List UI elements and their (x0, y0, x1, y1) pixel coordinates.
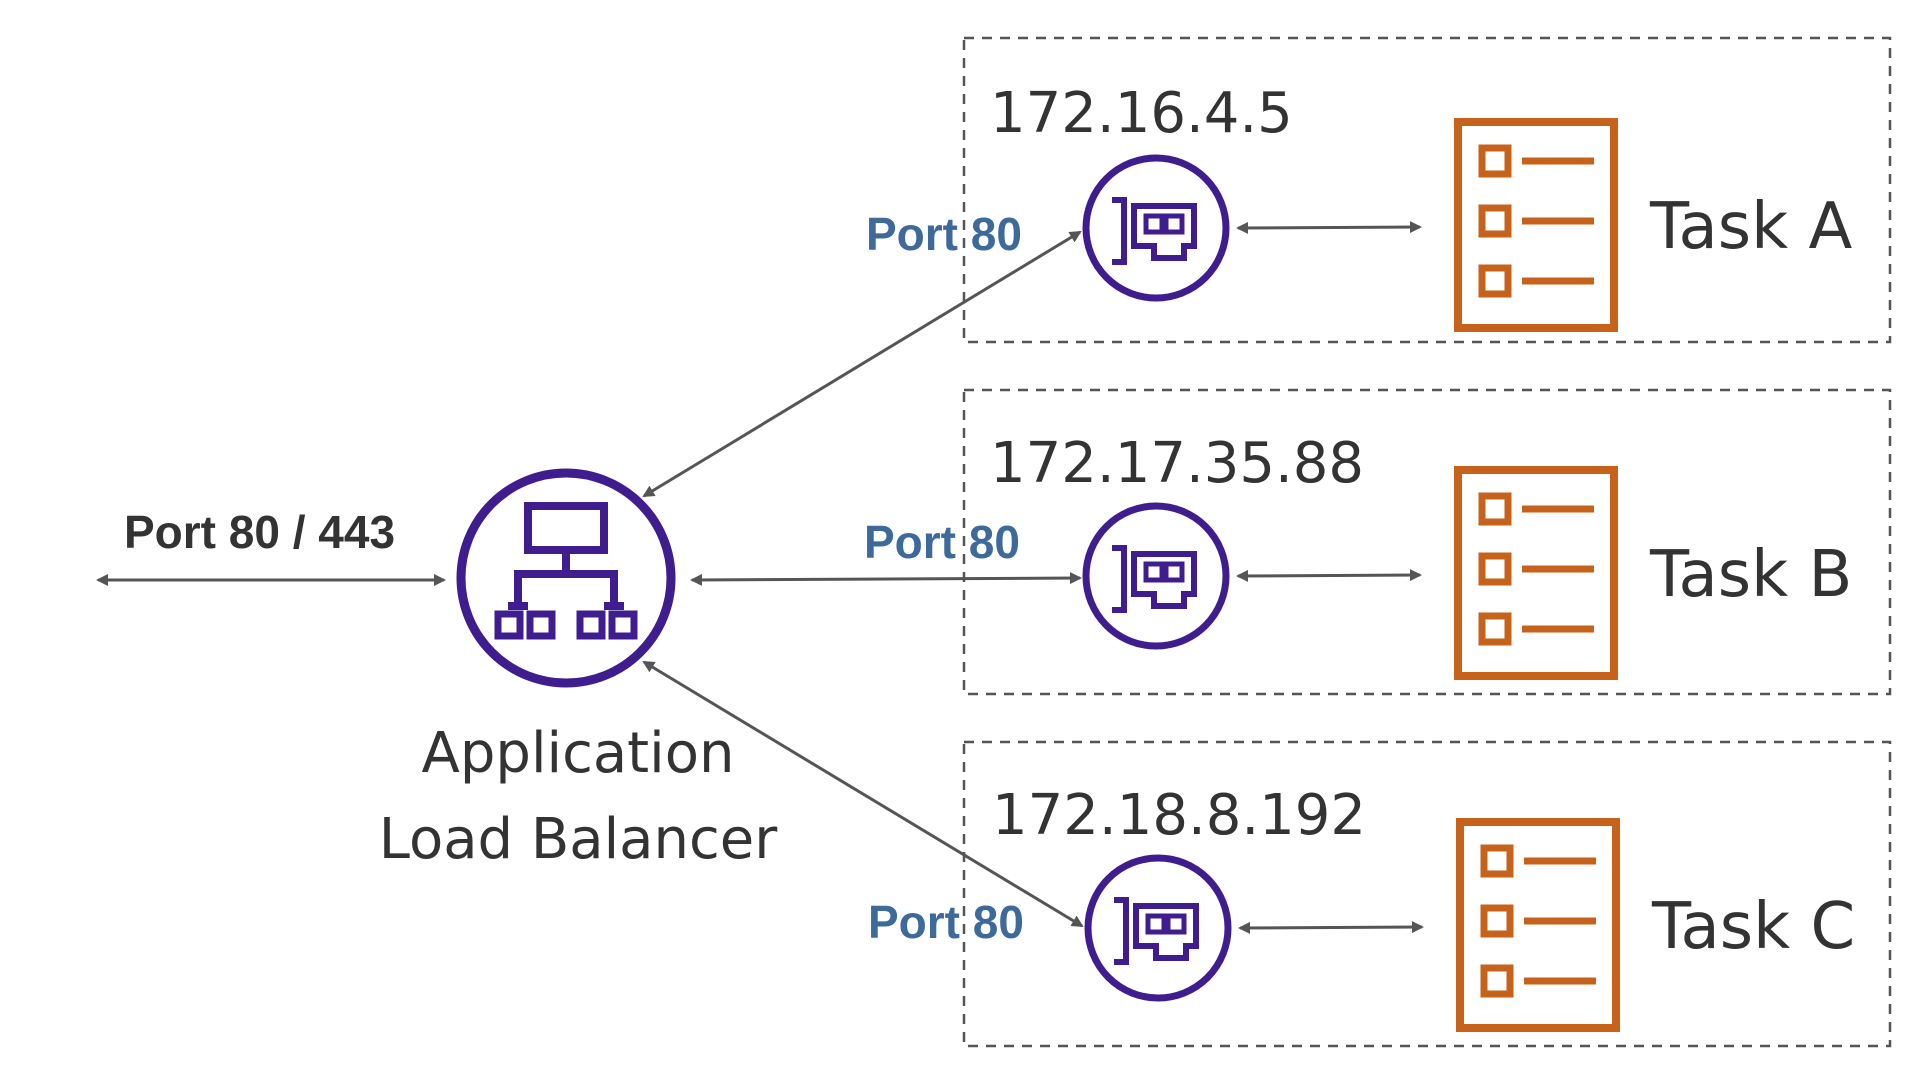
alb-to-eni-a-arrow (642, 230, 1082, 498)
network-interface-icon (1084, 854, 1232, 1002)
external-port-label: Port 80 / 443 (124, 506, 395, 558)
task-c-name: Task C (1651, 890, 1855, 964)
load-balancer-icon (456, 468, 676, 688)
task-list-icon (1454, 466, 1618, 680)
task-a-ip: 172.16.4.5 (990, 81, 1293, 146)
task-b-port-label: Port 80 (864, 516, 1020, 568)
task-a-box (962, 36, 1892, 344)
alb-to-eni-b-arrow (690, 572, 1082, 586)
task-b-ip: 172.17.35.88 (990, 431, 1364, 496)
task-row-b: 172.17.35.88 Port 80 Task B (864, 431, 1852, 680)
task-c-eni-arrow (1238, 921, 1424, 934)
task-b-box (962, 388, 1892, 696)
network-interface-icon (1082, 502, 1230, 650)
network-interface-icon (1082, 154, 1230, 302)
task-a-name: Task A (1649, 190, 1852, 264)
alb-label-line1: Application (422, 721, 735, 786)
task-c-port-label: Port 80 (868, 896, 1024, 948)
task-list-icon (1456, 818, 1620, 1032)
task-row-a: 172.16.4.5 Port 80 Task A (866, 81, 1852, 332)
task-list-icon (1454, 118, 1618, 332)
task-c-ip: 172.18.8.192 (992, 783, 1366, 848)
alb-label-line2: Load Balancer (379, 807, 778, 872)
alb-to-eni-c-arrow (642, 660, 1084, 928)
task-b-eni-arrow (1236, 569, 1422, 582)
task-b-name: Task B (1649, 538, 1852, 612)
task-a-port-label: Port 80 (866, 208, 1022, 260)
task-row-c: 172.18.8.192 Port 80 Task C (868, 783, 1855, 1032)
task-a-eni-arrow (1236, 221, 1422, 234)
